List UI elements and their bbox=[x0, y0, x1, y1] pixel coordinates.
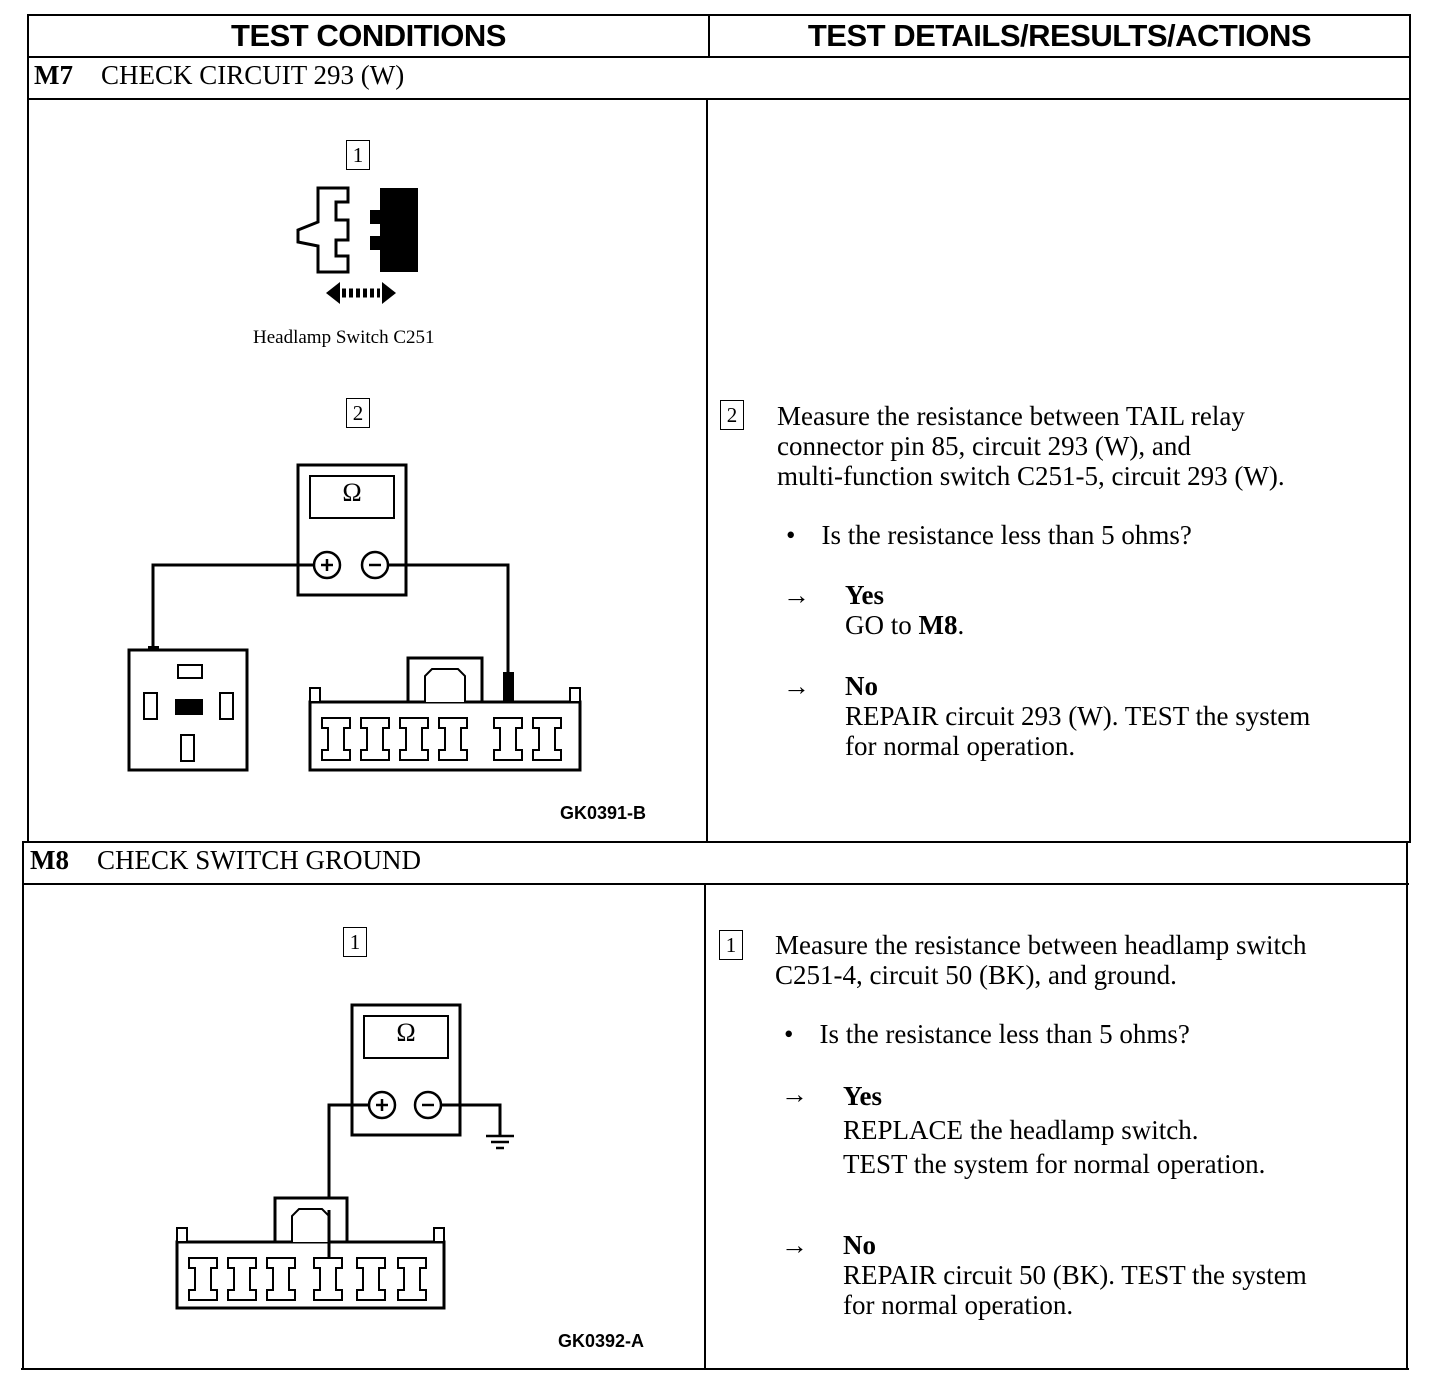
no-action-line: REPAIR circuit 50 (BK). TEST the system bbox=[843, 1260, 1307, 1290]
arrow-right-icon: → bbox=[781, 1230, 808, 1260]
ohm-symbol: Ω bbox=[396, 1018, 416, 1047]
no-branch: No REPAIR circuit 50 (BK). TEST the syst… bbox=[843, 1230, 1307, 1320]
instruction-line: Measure the resistance between TAIL rela… bbox=[777, 401, 1245, 431]
section-code: M7 bbox=[34, 60, 73, 90]
yes-suffix: . bbox=[957, 610, 965, 640]
instruction-text: Measure the resistance between TAIL rela… bbox=[777, 401, 1285, 491]
yes-label: Yes bbox=[843, 1081, 882, 1111]
no-action-line: for normal operation. bbox=[843, 1290, 1074, 1320]
arrow-right-icon: → bbox=[781, 1079, 808, 1109]
instruction-line: multi-function switch C251-5, circuit 29… bbox=[777, 461, 1285, 491]
instruction-line: C251-4, circuit 50 (BK), and ground. bbox=[775, 960, 1177, 990]
step-number-box: 2 bbox=[346, 398, 370, 428]
question-text: Is the resistance less than 5 ohms? bbox=[819, 1019, 1190, 1049]
bullet-icon: • bbox=[784, 1019, 794, 1049]
yes-action: GO to bbox=[845, 610, 919, 640]
header-test-conditions: TEST CONDITIONS bbox=[231, 18, 506, 53]
section-title-m8: M8 CHECK SWITCH GROUND bbox=[30, 845, 421, 876]
section-title: CHECK SWITCH GROUND bbox=[96, 845, 421, 875]
yes-action-line: REPLACE the headlamp switch. bbox=[843, 1115, 1199, 1145]
instruction-text: Measure the resistance between headlamp … bbox=[775, 930, 1307, 990]
instruction-line: Measure the resistance between headlamp … bbox=[775, 930, 1307, 960]
ground-icon bbox=[486, 1134, 514, 1150]
yes-label: Yes bbox=[845, 580, 884, 610]
header-test-details: TEST DETAILS/RESULTS/ACTIONS bbox=[807, 18, 1312, 53]
step-number-box: 1 bbox=[343, 927, 367, 957]
section-title-m7: M7 CHECK CIRCUIT 293 (W) bbox=[34, 60, 404, 91]
section-title: CHECK CIRCUIT 293 (W) bbox=[100, 60, 405, 90]
no-label: No bbox=[845, 671, 878, 701]
yes-action-line: TEST the system for normal operation. bbox=[843, 1149, 1266, 1179]
step-number-box: 1 bbox=[346, 140, 370, 170]
question-bullet: • Is the resistance less than 5 ohms? bbox=[784, 1019, 1190, 1050]
figure-id: GK0392-A bbox=[558, 1331, 645, 1351]
step-number-box: 2 bbox=[720, 400, 744, 430]
no-action-line: REPAIR circuit 293 (W). TEST the system bbox=[845, 701, 1311, 731]
yes-branch: Yes REPLACE the headlamp switch. TEST th… bbox=[843, 1079, 1265, 1181]
bullet-icon: • bbox=[786, 520, 796, 550]
question-bullet: • Is the resistance less than 5 ohms? bbox=[786, 520, 1192, 551]
instruction-line: connector pin 85, circuit 293 (W), and bbox=[777, 431, 1191, 461]
question-text: Is the resistance less than 5 ohms? bbox=[821, 520, 1192, 550]
section-code: M8 bbox=[30, 845, 69, 875]
no-label: No bbox=[843, 1230, 876, 1260]
figure-id: GK0391-B bbox=[560, 803, 647, 823]
arrow-right-icon: → bbox=[783, 580, 810, 610]
connector-caption: Headlamp Switch C251 bbox=[253, 327, 435, 348]
arrow-right-icon: → bbox=[783, 671, 810, 701]
yes-target: M8 bbox=[918, 610, 958, 640]
no-action-line: for normal operation. bbox=[845, 731, 1076, 761]
ohm-symbol: Ω bbox=[342, 478, 362, 507]
connector-disconnect-icon bbox=[296, 186, 418, 304]
no-branch: No REPAIR circuit 293 (W). TEST the syst… bbox=[845, 671, 1310, 761]
step-number-box: 1 bbox=[719, 930, 743, 960]
yes-branch: Yes GO to M8. bbox=[845, 580, 964, 640]
